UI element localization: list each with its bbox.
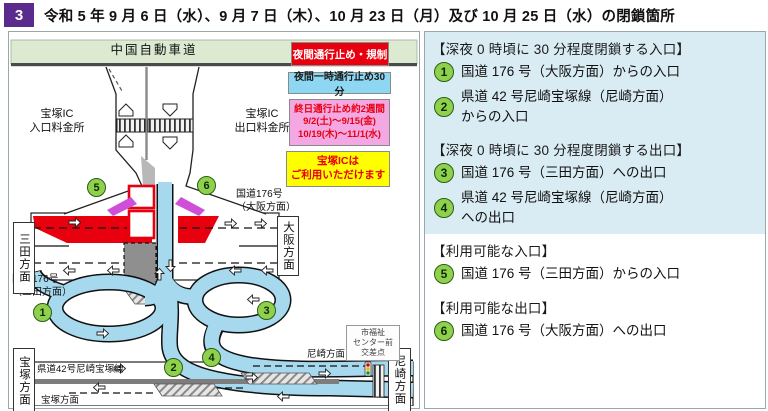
item-text: 県道 42 号尼崎宝塚線（尼崎方面） への出口 (461, 190, 673, 225)
map-marker-6: 6 (197, 176, 216, 195)
bottom-road-details (33, 361, 385, 398)
section-number-badge: 3 (4, 3, 34, 27)
crosswalk (372, 364, 385, 398)
legend-temporary-closure: 夜間一時通行止め30分 (288, 72, 391, 98)
night-closure-red-areas (33, 216, 219, 243)
interchange-map-drawing (10, 39, 418, 407)
list-item: 4 県道 42 号尼崎宝塚線（尼崎方面） への出口 (434, 188, 758, 227)
item-text: 国道 176 号（大阪方面）からの入口 (461, 64, 681, 80)
item-text: 県道 42 号尼崎宝塚線（尼崎方面） からの入口 (461, 89, 673, 124)
intersection-label: 市福祉 センター前 交差点 (346, 325, 400, 361)
section-heading: 【利用可能な出口】 (432, 301, 556, 317)
takarazuka-direction-box: 宝塚方面 (13, 348, 35, 411)
lane-lines (33, 227, 277, 264)
map-marker-2: 2 (164, 358, 183, 377)
section-available-exits: 【利用可能な出口】 6 国道 176 号（大阪方面）への出口 (425, 291, 765, 348)
route176-osaka-label: 国道176号 （大阪方面） (236, 189, 296, 213)
sanda-direction-box: 三田方面 (13, 222, 35, 294)
takarazuka-small-label: 宝塚方面 (41, 395, 80, 406)
section-closing-exits: 【深夜 0 時頃に 30 分程度閉鎖する出口】 3 国道 176 号（三田方面）… (425, 133, 765, 235)
item-number-badge: 2 (434, 96, 454, 117)
list-item: 6 国道 176 号（大阪方面）への出口 (434, 321, 758, 342)
fullday-closure-boxes (127, 184, 156, 240)
section-available-entrances: 【利用可能な入口】 5 国道 176 号（三田方面）からの入口 (425, 234, 765, 291)
section-closing-entrances: 【深夜 0 時頃に 30 分程度閉鎖する入口】 1 国道 176 号（大阪方面）… (425, 32, 765, 134)
legend-night-closure: 夜間通行止め・規制 (291, 42, 389, 66)
map-marker-3: 3 (257, 301, 276, 320)
interchange-map-panel: 中国自動車道 宝塚IC 入口料金所 宝塚IC 出口料金所 夜間通行止め・規制 夜… (8, 31, 420, 411)
item-number-badge: 4 (434, 197, 454, 218)
toll-plaza (63, 66, 267, 215)
toll-entrance-label: 宝塚IC 入口料金所 (29, 108, 85, 134)
item-text: 国道 176 号（三田方面）への出口 (461, 165, 667, 181)
section-heading: 【深夜 0 時頃に 30 分程度閉鎖する出口】 (432, 143, 691, 159)
item-number-badge: 3 (434, 163, 454, 184)
toll-booth-entrance (116, 118, 146, 133)
map-marker-1: 1 (33, 303, 52, 322)
closure-info-panel: 【深夜 0 時頃に 30 分程度閉鎖する入口】 1 国道 176 号（大阪方面）… (424, 31, 766, 409)
item-number-badge: 6 (434, 321, 454, 342)
section-heading: 【深夜 0 時頃に 30 分程度閉鎖する入口】 (432, 42, 691, 57)
list-item: 1 国道 176 号（大阪方面）からの入口 (434, 62, 758, 82)
item-number-badge: 1 (434, 62, 454, 82)
amagasaki-small-label: 尼崎方面 (307, 349, 346, 360)
expressway-label: 中国自動車道 (110, 43, 198, 57)
regulation-magenta-wedges (107, 197, 205, 216)
map-marker-5: 5 (87, 178, 106, 197)
amagasaki-direction-box: 尼崎方面 (388, 348, 411, 411)
kendo42-label: 県道42号尼崎宝塚線 (37, 364, 124, 375)
item-text: 国道 176 号（三田方面）からの入口 (461, 266, 681, 282)
list-item: 3 国道 176 号（三田方面）への出口 (434, 163, 758, 184)
toll-exit-label: 宝塚IC 出口料金所 (234, 108, 290, 134)
list-item: 5 国道 176 号（三田方面）からの入口 (434, 264, 758, 285)
map-marker-4: 4 (202, 348, 221, 367)
ic-available-notice: 宝塚ICは ご利用いただけます (286, 151, 390, 187)
route176-sanda-label: 国道176号 （三田方面） (12, 274, 72, 298)
osaka-direction-box: 大阪方面 (277, 216, 299, 276)
list-item: 2 県道 42 号尼崎宝塚線（尼崎方面） からの入口 (434, 87, 758, 126)
item-number-badge: 5 (434, 264, 454, 285)
section-heading: 【利用可能な入口】 (432, 244, 556, 260)
traffic-light-icon (364, 361, 372, 377)
legend-fullday-closure: 終日通行止め約2週間 9/2(土)～9/15(金) 10/19(木)～11/1(… (289, 99, 390, 146)
page-title: 令和 5 年 9 月 6 日（水）、9 月 7 日（木）、10 月 23 日（月… (44, 9, 675, 25)
toll-booth-exit (147, 118, 194, 133)
item-text: 国道 176 号（大阪方面）への出口 (461, 323, 667, 339)
